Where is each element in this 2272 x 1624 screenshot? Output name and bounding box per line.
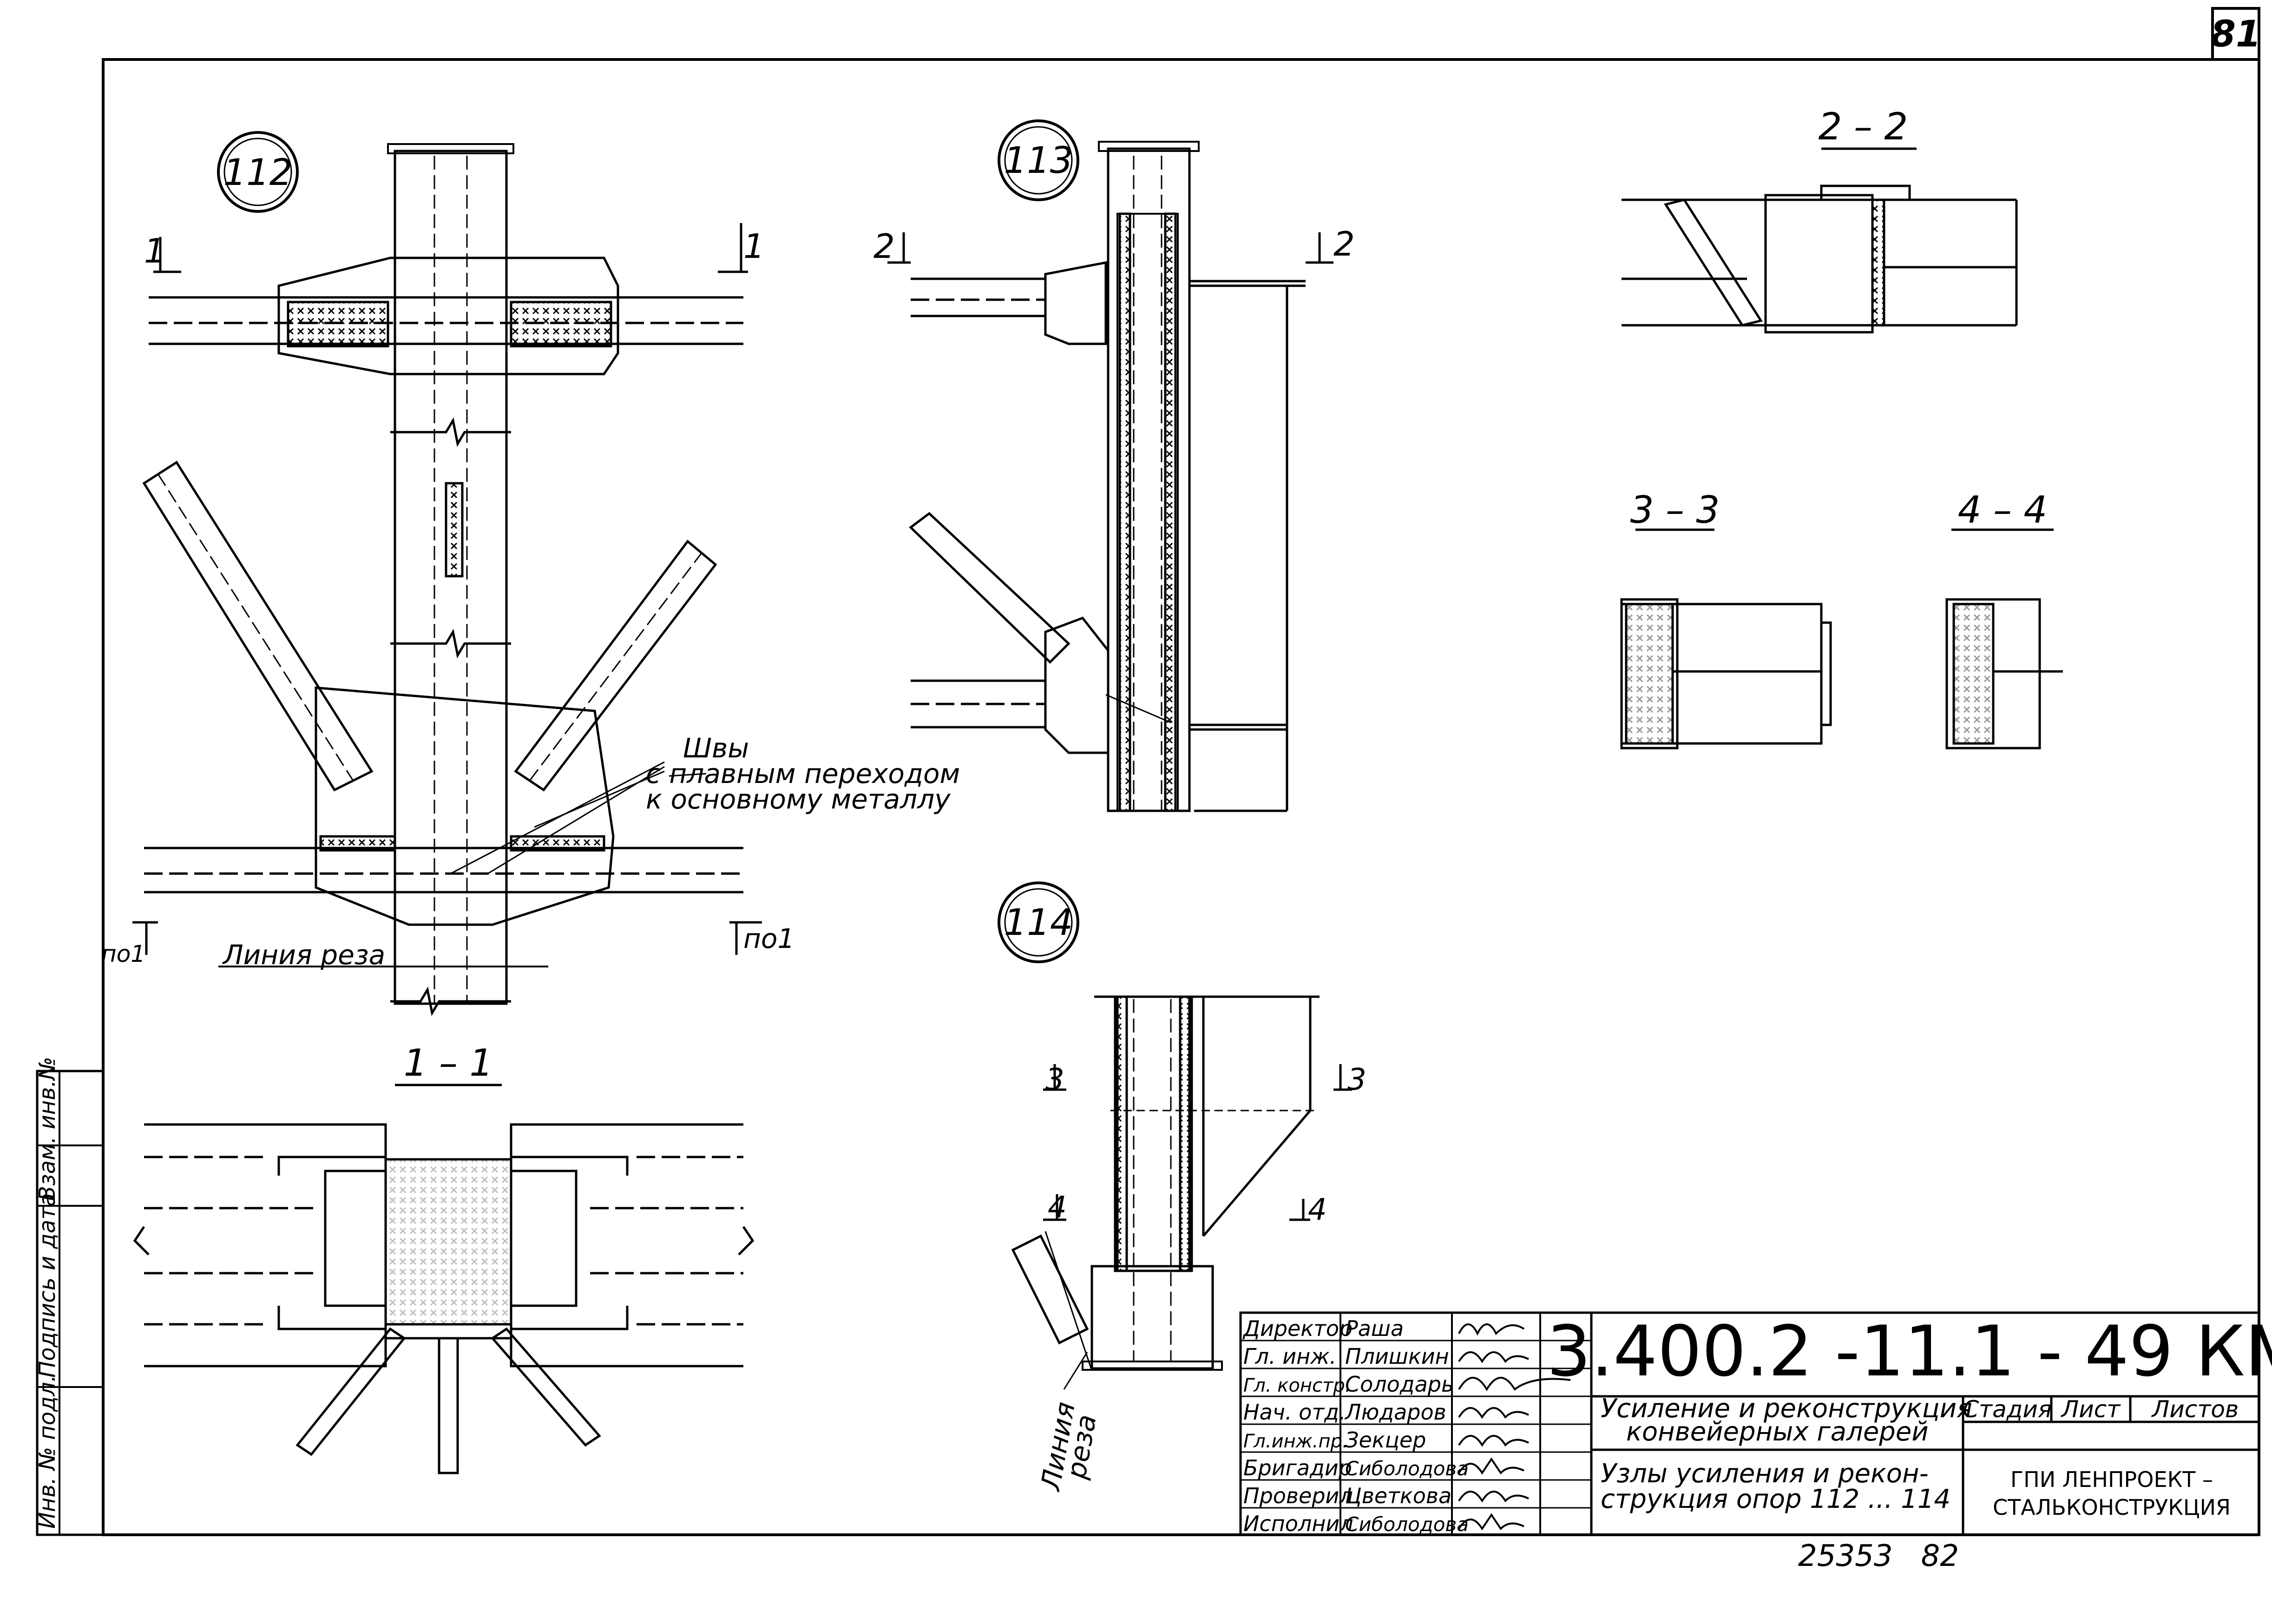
cut-3-right: 3 <box>1347 1063 1366 1097</box>
staff-name-1: Плишкин <box>1345 1344 1449 1369</box>
section-4-4-drawing <box>1945 528 2063 750</box>
node-113-label: 113 <box>1004 140 1073 182</box>
project-title-line1: Усиление и реконструкция <box>1601 1394 1972 1424</box>
cut-line-label: Линия реза <box>222 939 385 971</box>
section-1-1-drawing <box>133 1084 755 1474</box>
staff-name-0: Раша <box>1345 1316 1404 1341</box>
sheet-title-line1: Узлы усиления и рекон- <box>1601 1459 1929 1489</box>
cut-4-right: 4 <box>1308 1193 1327 1227</box>
staff-name-6: Цветкова <box>1345 1483 1451 1508</box>
staff-role-4: Гл.инж.пр. <box>1243 1431 1348 1452</box>
staff-role-2: Гл. констр. <box>1243 1375 1351 1396</box>
staff-role-7: Исполнил <box>1243 1511 1353 1536</box>
staff-name-3: Людаров <box>1344 1400 1446 1425</box>
section-2-2-drawing <box>1622 147 2018 334</box>
left-strip-labels: Инв. № подл. Подпись и дата Взам. инв.№ <box>34 1057 60 1529</box>
cut-1-right: 1 <box>743 227 765 266</box>
col-stage: Стадия <box>1963 1396 2052 1423</box>
cut-2-right: 2 <box>1333 224 1355 263</box>
weld-note-line1: Швы <box>683 732 749 764</box>
staff-role-1: Гл. инж. <box>1243 1344 1336 1369</box>
cut-2-left: 2 <box>873 227 895 266</box>
project-title-line2: конвейерных галерей <box>1626 1417 1929 1447</box>
staff-name-2: Солодарь <box>1345 1372 1454 1397</box>
weld-note-line2: с плавным переходом <box>646 758 960 789</box>
node-113-drawing <box>887 119 1333 812</box>
staff-role-3: Нач. отд. <box>1243 1400 1346 1425</box>
strip-signature-date: Подпись и дата <box>34 1193 60 1378</box>
cut-po1-right: по1 <box>743 923 795 954</box>
strip-replaces-inv: Взам. инв.№ <box>34 1057 60 1201</box>
title-block-staff: Директор Раша Гл. инж. Плишкин Гл. конст… <box>1242 1316 1469 1536</box>
section-3-3-drawing <box>1620 528 1832 750</box>
section-1-1-title: 1 – 1 <box>404 1041 493 1085</box>
strip-inv-no: Инв. № подл. <box>34 1375 60 1529</box>
node-112-label: 112 <box>223 152 293 194</box>
staff-name-7: Сиболодова <box>1345 1513 1469 1536</box>
org-line1: ГПИ ЛЕНПРОЕКТ – <box>2010 1467 2213 1492</box>
org-line2: СТАЛЬКОНСТРУКЦИЯ <box>1993 1495 2231 1520</box>
section-4-4-title: 4 – 4 <box>1958 488 2048 532</box>
node-112-drawing <box>132 131 762 1016</box>
node-112-circle <box>217 131 299 213</box>
section-2-2-title: 2 – 2 <box>1819 105 1908 148</box>
col-sheet: Лист <box>2061 1396 2121 1423</box>
staff-name-5: Сиболодова <box>1345 1457 1469 1480</box>
footer-number: 25353 82 <box>1798 1539 1959 1573</box>
sheet-title-line2: струкция опор 112 ... 114 <box>1601 1484 1950 1514</box>
doc-code: 3.400.2 -11.1 - 49 КМ <box>1547 1311 2272 1392</box>
staff-name-4: Зекцер <box>1345 1427 1426 1453</box>
col-sheets: Листов <box>2151 1396 2239 1423</box>
cut-po1-left: по1 <box>101 940 145 967</box>
node-114-drawing <box>998 881 1352 1390</box>
sheet-number: 81 <box>2211 13 2261 55</box>
staff-role-0: Директор <box>1242 1316 1353 1341</box>
cut-4-left: 4 <box>1048 1190 1067 1225</box>
node-113-circle <box>998 119 1079 201</box>
node-114-circle <box>998 881 1079 963</box>
staff-role-5: Бригадир <box>1243 1455 1352 1480</box>
sheet-frame <box>36 7 2260 1536</box>
title-block-grid <box>1239 1311 2260 1536</box>
cut-1-left: 1 <box>144 231 165 270</box>
node-114-label: 114 <box>1004 902 1073 944</box>
section-3-3-title: 3 – 3 <box>1630 488 1720 532</box>
staff-role-6: Проверил <box>1243 1483 1353 1508</box>
cut-3-left: 3 <box>1045 1063 1064 1097</box>
signature-marks <box>1458 1323 1571 1531</box>
weld-note-line3: к основному металлу <box>646 783 951 815</box>
